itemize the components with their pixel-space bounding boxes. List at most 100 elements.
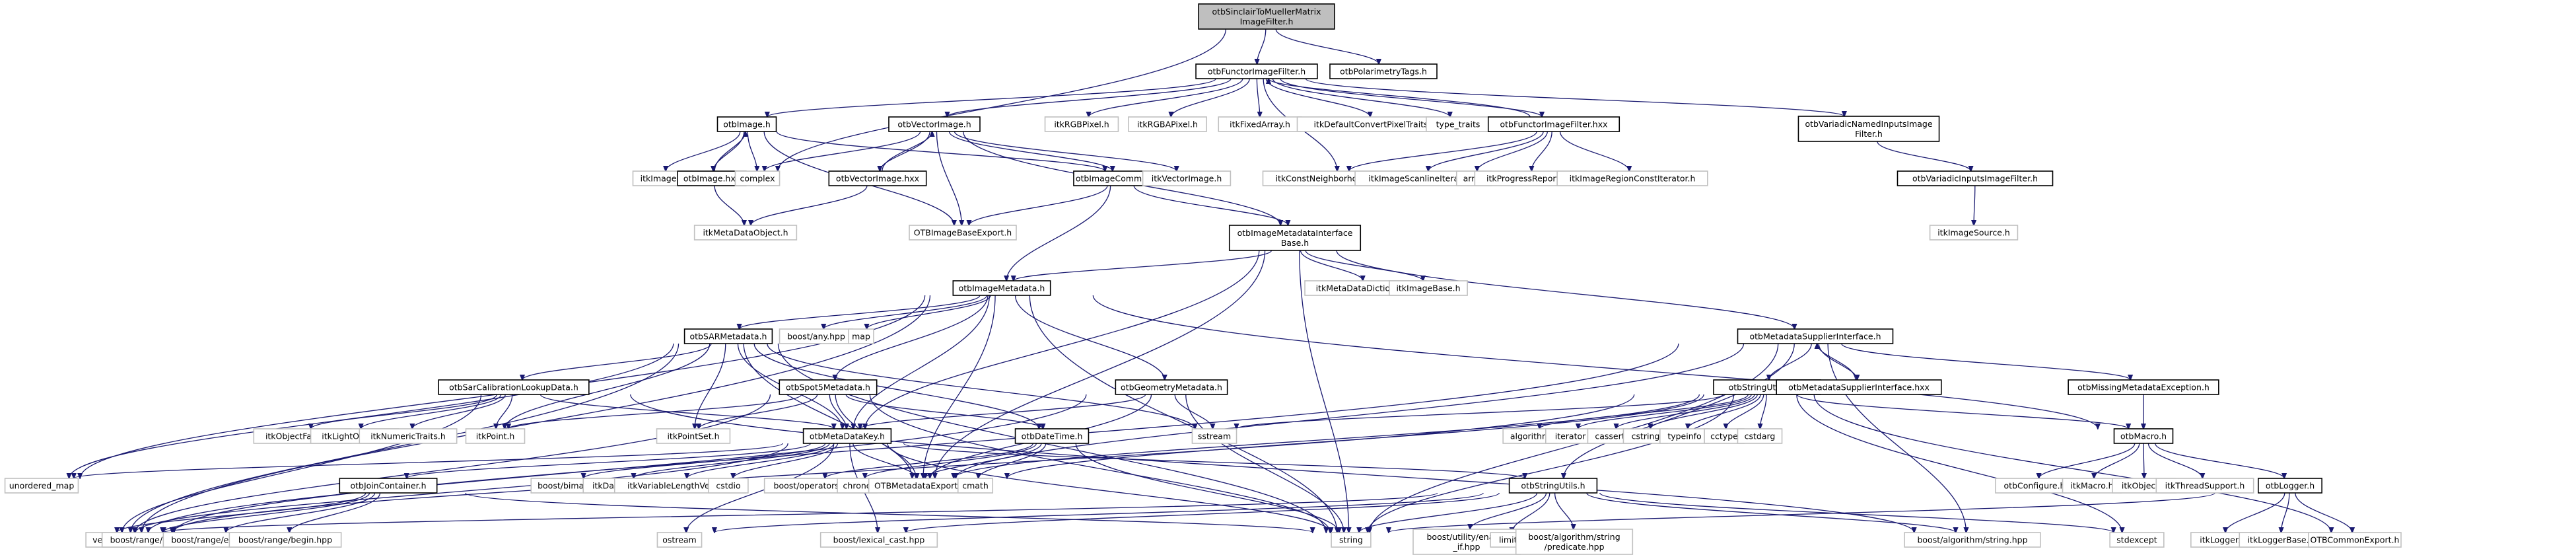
node-label: itkNumericTraits.h bbox=[370, 431, 446, 441]
edge-mdSupplier-to-vector bbox=[174, 343, 1679, 533]
node-box bbox=[716, 116, 777, 132]
node-date-time[interactable]: otbDateTime.h bbox=[1014, 428, 1090, 444]
node-label: otbMissingMetadataException.h bbox=[2077, 383, 2210, 392]
node-label: otbConfigure.h bbox=[2004, 481, 2066, 491]
node-sar-metadata[interactable]: otbSARMetadata.h bbox=[683, 328, 773, 344]
node-label: itkDefaultConvertPixelTraits.h bbox=[1313, 120, 1436, 130]
node-variadic-inputs[interactable]: otbVariadicInputsImageFilter.h bbox=[1897, 170, 2054, 186]
node-predicate: boost/algorithm/string/predicate.hpp bbox=[1515, 529, 1634, 555]
node-label: itkImageBase.h bbox=[1396, 283, 1460, 293]
node-algorithm: algorithm bbox=[1502, 428, 1558, 444]
node-label: cstdio bbox=[716, 481, 740, 491]
node-otb-image-hxx[interactable]: otbImage.hxx bbox=[677, 170, 747, 186]
node-box bbox=[1195, 63, 1318, 79]
node-join-container[interactable]: otbJoinContainer.h bbox=[339, 478, 438, 494]
node-box bbox=[1737, 328, 1894, 344]
node-md-export: OTBMetadataExport.h bbox=[868, 478, 972, 494]
node-otb-vector-image-hxx[interactable]: otbVectorImage.hxx bbox=[828, 170, 927, 186]
edge-sarCalib-to-itkObjectFactory bbox=[311, 394, 498, 429]
node-md-supplier[interactable]: otbMetadataSupplierInterface.h bbox=[1737, 328, 1894, 344]
node-box bbox=[1515, 529, 1634, 555]
node-cmath: cmath bbox=[957, 478, 994, 494]
node-box bbox=[1142, 170, 1232, 186]
node-box bbox=[734, 170, 781, 186]
node-box bbox=[228, 532, 342, 548]
node-stdexcept: stdexcept bbox=[2109, 532, 2165, 548]
edge-spot5-to-vector bbox=[135, 394, 771, 533]
edge-sarMetadata-to-unorderedMap bbox=[69, 343, 674, 478]
node-label: /predicate.hpp bbox=[1545, 542, 1605, 552]
node-image-metadata[interactable]: otbImageMetadata.h bbox=[952, 280, 1051, 296]
edge-functorFilterH-to-variadicNamed bbox=[1305, 78, 1844, 116]
node-label: otbImageCommons.h bbox=[1076, 174, 1164, 184]
edge-functorFilterH-to-otbVectorImageH bbox=[948, 78, 1232, 117]
edge-joinContainer-to-rangeEnd bbox=[162, 492, 370, 533]
edge-metaDataKey-to-stringUtils bbox=[903, 443, 1525, 478]
edge-stringUtilities-to-iterator bbox=[1578, 394, 1752, 429]
node-label: cstdarg bbox=[1745, 431, 1776, 441]
node-label: sstream bbox=[1198, 431, 1231, 441]
node-functor-filter-h[interactable]: otbFunctorImageFilter.h bbox=[1195, 63, 1318, 79]
node-label: boost/lexical_cast.hpp bbox=[833, 535, 925, 545]
node-otb-macro[interactable]: otbMacro.h bbox=[2113, 428, 2174, 444]
node-md-supplier-hxx[interactable]: otbMetadataSupplierInterface.hxx bbox=[1776, 379, 1942, 395]
edge-otbImageHxx-to-otbImageH bbox=[714, 131, 746, 172]
node-sar-calib[interactable]: otbSarCalibrationLookupData.h bbox=[438, 379, 590, 395]
node-label: otbVectorImage.hxx bbox=[836, 174, 919, 184]
edge-sarMetadata-to-itkPointSet bbox=[695, 343, 726, 429]
edge-stringUtilities-to-cassert bbox=[1617, 394, 1755, 429]
node-label: Base.h bbox=[1281, 238, 1309, 248]
node-unordered-map: unordered_map bbox=[4, 478, 79, 494]
edge-imageMetadata-to-map bbox=[867, 295, 991, 329]
edge-stringUtilities-to-sstream bbox=[1236, 394, 1723, 429]
edge-otbLogger-to-itkLogger bbox=[2225, 492, 2285, 533]
node-geometry-md[interactable]: otbGeometryMetadata.h bbox=[1115, 379, 1228, 395]
node-box bbox=[1115, 379, 1228, 395]
node-label: itkRGBPixel.h bbox=[1054, 120, 1109, 130]
edge-stringUtilities-to-string bbox=[1368, 394, 1735, 533]
edge-dateTime-to-string bbox=[1075, 443, 1339, 533]
node-polar-tags[interactable]: otbPolarimetryTags.h bbox=[1329, 63, 1438, 79]
node-otb-logger[interactable]: otbLogger.h bbox=[2258, 478, 2322, 494]
node-spot5[interactable]: otbSpot5Metadata.h bbox=[779, 379, 878, 395]
node-otb-vector-image-h[interactable]: otbVectorImage.h bbox=[888, 116, 981, 132]
node-label: itkImageScanlineIterator.h bbox=[1368, 174, 1477, 184]
node-meta-data-key[interactable]: otbMetaDataKey.h bbox=[802, 428, 892, 444]
node-label: Filter.h bbox=[1855, 129, 1883, 139]
node-lexical-cast: boost/lexical_cast.hpp bbox=[819, 532, 938, 548]
edge-imageMetadata-to-spot5 bbox=[835, 295, 989, 380]
edge-functorFilterH-to-itkRGBAPixel bbox=[1171, 78, 1250, 117]
node-label: otbLogger.h bbox=[2266, 481, 2315, 491]
node-typeinfo: typeinfo bbox=[1659, 428, 1710, 444]
edge-layer bbox=[69, 28, 2352, 533]
edge-sarCalib-to-metaDataKey bbox=[540, 394, 833, 429]
node-label: itkImageSource.h bbox=[1937, 228, 2010, 238]
node-itk-thread-support: itkThreadSupport.h bbox=[2155, 478, 2254, 494]
node-map: map bbox=[848, 328, 874, 344]
edge-sarCalib-to-vector bbox=[122, 394, 482, 533]
node-label: itkRGBAPixel.h bbox=[1137, 120, 1198, 130]
edge-mdSupplier-to-missingMdExc bbox=[1841, 343, 2130, 380]
node-box bbox=[952, 280, 1051, 296]
edge-imageMetadata-to-geometryMd bbox=[1014, 295, 1165, 380]
edge-otbVectorImageHxx-to-otbVectorImageH bbox=[882, 131, 932, 172]
node-otb-image-h[interactable]: otbImage.h bbox=[716, 116, 777, 132]
edge-stringUtils-to-enableIf bbox=[1470, 492, 1547, 529]
node-label: OTBMetadataExport.h bbox=[874, 481, 965, 491]
edge-stringUtils-to-limits bbox=[1512, 492, 1550, 533]
node-otb-configure: otbConfigure.h bbox=[1995, 478, 2074, 494]
node-label: otbPolarimetryTags.h bbox=[1340, 67, 1427, 77]
node-missing-md-exc[interactable]: otbMissingMetadataException.h bbox=[2068, 379, 2219, 395]
node-label: boost/any.hpp bbox=[787, 332, 845, 342]
node-functor-filter-hxx[interactable]: otbFunctorImageFilter.hxx bbox=[1487, 116, 1620, 132]
node-label: otbMacro.h bbox=[2120, 431, 2167, 441]
node-box bbox=[802, 428, 892, 444]
edge-functorFilterH-to-itkDefConv bbox=[1265, 78, 1370, 117]
node-cctype: cctype bbox=[1704, 428, 1745, 444]
edge-joinContainer-to-rangeBegin bbox=[289, 492, 381, 533]
node-string-utils[interactable]: otbStringUtils.h bbox=[1508, 478, 1598, 494]
